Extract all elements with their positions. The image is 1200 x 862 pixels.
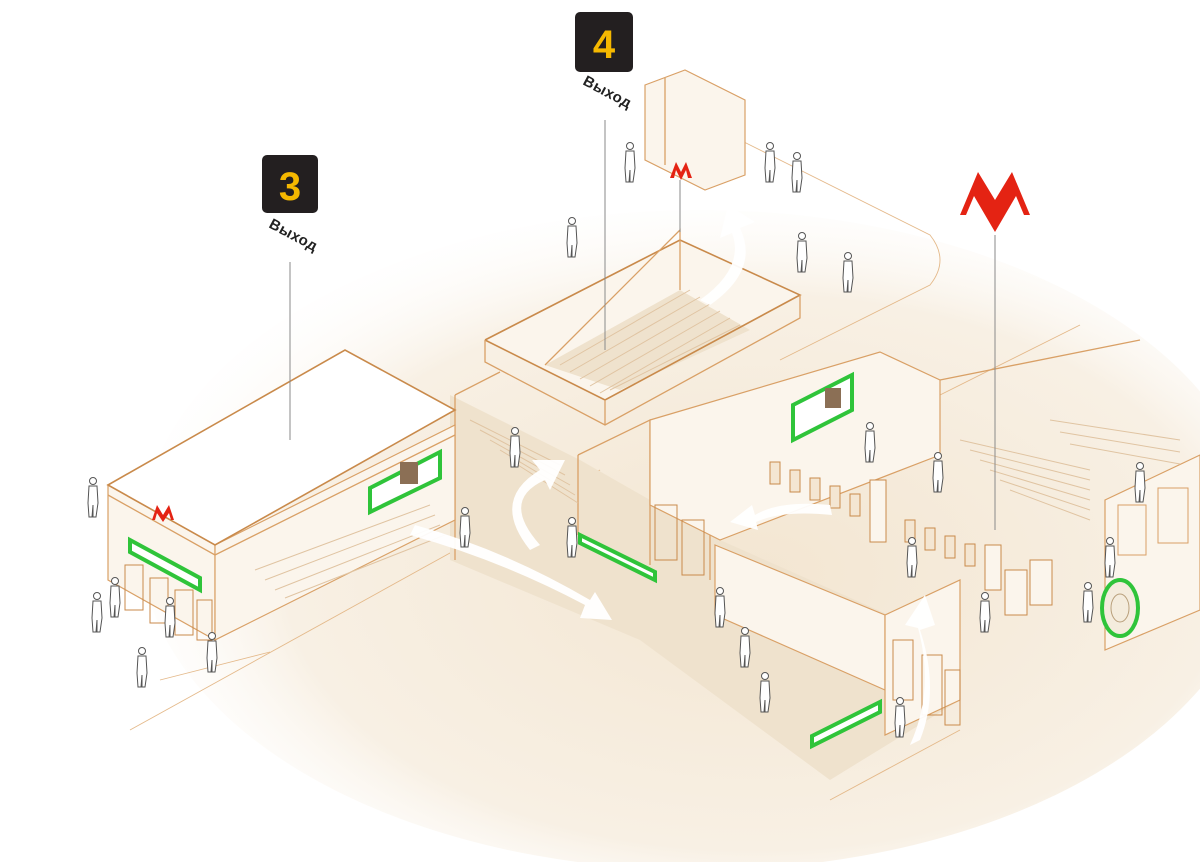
walking-arrow-icon: [512, 460, 565, 550]
entrance-stairwell-4: [484, 69, 802, 426]
person-icon: [739, 627, 751, 668]
person-icon: [1082, 582, 1094, 623]
walking-arrow-icon: [905, 595, 935, 745]
person-icon: [91, 592, 103, 633]
person-icon: [1104, 537, 1116, 578]
person-icon: [932, 452, 944, 493]
person-icon: [714, 587, 726, 628]
person-icon: [509, 427, 521, 468]
person-icon: [764, 142, 776, 183]
person-icon: [136, 647, 148, 688]
person-icon: [459, 507, 471, 548]
person-icon: [566, 217, 578, 258]
person-icon: [979, 592, 991, 633]
exit-4-number: 4: [593, 23, 616, 67]
person-icon: [759, 672, 771, 713]
walking-arrow-icon: [700, 205, 755, 305]
walking-arrow-icon: [34, 520, 95, 605]
person-icon: [624, 142, 636, 183]
person-icon: [87, 477, 99, 518]
person-icon: [1134, 462, 1146, 503]
walking-arrow-icon: [410, 525, 612, 620]
entrance-pavilion-3: [106, 349, 457, 642]
person-icon: [894, 697, 906, 738]
person-icon: [842, 252, 854, 293]
person-icon: [109, 577, 121, 618]
turnstile-icon: [769, 461, 781, 485]
person-icon: [791, 152, 803, 193]
person-icon: [164, 597, 176, 638]
person-icon: [206, 632, 218, 673]
wayfinding-sign-exit: [810, 698, 882, 750]
people: [87, 142, 1146, 738]
metro-pole-small: [670, 162, 692, 232]
walking-arrows: [34, 205, 935, 745]
walking-arrow-icon: [730, 503, 832, 530]
exit-3-label: Выход: [266, 216, 320, 256]
person-icon: [796, 232, 808, 273]
person-icon: [566, 517, 578, 558]
metro-logo-icon: [960, 172, 1030, 232]
exit-3-number: 3: [279, 165, 301, 209]
turnstile-row: [769, 461, 1053, 616]
metro-logo-icon: [152, 505, 174, 522]
person-icon: [906, 537, 918, 578]
metro-pole-large: [960, 172, 1030, 530]
wayfinding-sign-corridor: [578, 531, 657, 584]
wayfinding-signs: [578, 371, 882, 750]
exit-4-label: Выход: [580, 73, 634, 113]
station-emblem: [1100, 578, 1140, 638]
exit-3-badge: [262, 155, 318, 213]
person-icon: [864, 422, 876, 463]
exit-4-badge: [575, 12, 633, 72]
